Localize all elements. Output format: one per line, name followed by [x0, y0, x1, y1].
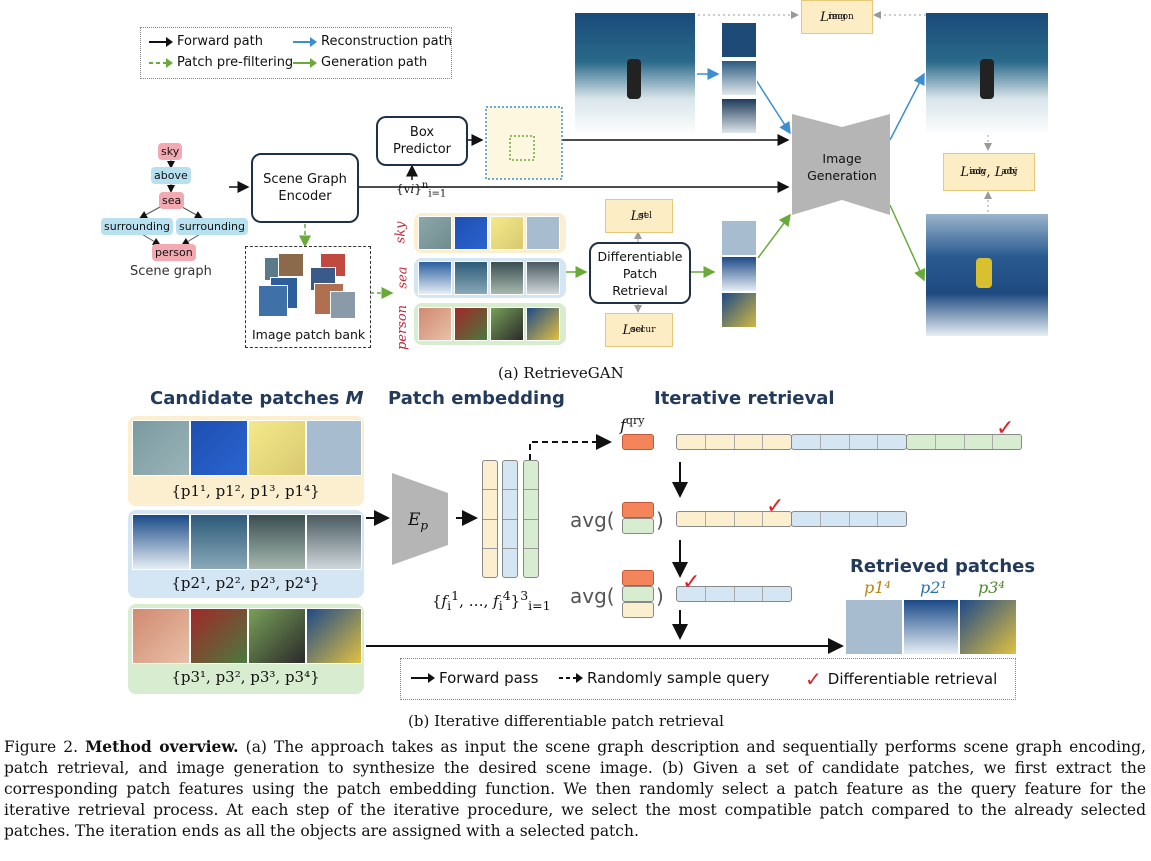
diagram-a-connectors	[139, 11, 992, 313]
heading-embedding: Patch embedding	[388, 388, 565, 409]
retrieved-patch-2	[904, 600, 958, 654]
candidate-row-2	[128, 510, 364, 598]
generator-shape	[792, 114, 890, 215]
image-generation-label: Image Generation	[807, 151, 877, 183]
ep-shape	[392, 473, 448, 565]
generated-image	[926, 214, 1048, 336]
candidate-set-3: {p3¹, p3², p3³, p3⁴}	[171, 668, 320, 686]
retrieved-patch-3	[960, 600, 1016, 654]
row-label-sea: sea	[395, 266, 411, 289]
sg-node-sea: sea	[159, 192, 185, 209]
retrieved-label-1: p1⁴	[864, 578, 891, 597]
feature-bar-blue	[502, 460, 518, 578]
feature-bar-yellow	[482, 460, 498, 578]
heading-iterative: Iterative retrieval	[654, 388, 835, 409]
candidate-row-3	[128, 604, 364, 694]
figure-caption-prefix: Figure 2.	[4, 738, 79, 756]
avg-token-2b	[622, 518, 654, 534]
caption-a: (a) RetrieveGAN	[498, 364, 624, 382]
row-label-sky: sky	[393, 221, 409, 244]
legend-reconstruction: Reconstruction path	[293, 34, 452, 49]
figure-caption: Figure 2. Method overview. (a) The appro…	[4, 736, 1146, 842]
row-label-person: person	[395, 304, 411, 351]
avg-label-3: avg(	[570, 584, 615, 608]
avg-close-3: )	[656, 584, 664, 608]
scene-graph-label: Scene graph	[130, 264, 212, 279]
legend-random-query: Randomly sample query	[559, 669, 770, 687]
legend-top: Forward path Reconstruction path Patch p…	[140, 27, 452, 79]
heading-retrieved: Retrieved patches	[850, 556, 1036, 577]
check-iter1: ✓	[996, 416, 1015, 441]
check-iter2: ✓	[766, 494, 785, 519]
sg-node-surrounding-right: surrounding	[176, 218, 248, 235]
feature-bar-green	[523, 460, 539, 578]
avg-token-3b	[622, 586, 654, 602]
iter1-bar-green	[906, 434, 1022, 450]
feature-set-label: {fi1, …, fi4}3i=1	[432, 588, 551, 613]
heading-candidates: Candidate patches M	[150, 388, 364, 409]
candidate-set-1: {p1¹, p1², p1³, p1⁴}	[171, 482, 320, 500]
check-iter3: ✓	[682, 570, 701, 595]
avg-token-3a	[622, 570, 654, 586]
retrieved-label-3: p3⁴	[978, 578, 1005, 597]
legend-prefilter: Patch pre-filtering	[149, 55, 293, 70]
avg-token-2a	[622, 502, 654, 518]
retrieved-label-2: p2¹	[920, 578, 947, 597]
patch-bank-label: Image patch bank	[252, 327, 366, 342]
sg-node-person: person	[152, 244, 196, 261]
scene-graph-encoder: Scene Graph Encoder	[251, 153, 359, 223]
candidate-row-1	[128, 416, 364, 506]
diagram-b-connectors	[366, 434, 844, 654]
sg-node-above: above	[151, 167, 191, 184]
box-predictor: Box Predictor	[376, 116, 468, 166]
differentiable-patch-retrieval: Differentiable Patch Retrieval	[589, 242, 691, 304]
avg-token-3c	[622, 602, 654, 618]
vi-label: {vi}ni=1	[396, 180, 447, 200]
fqry-token	[622, 434, 654, 450]
sg-node-surrounding-left: surrounding	[101, 218, 173, 235]
candidate-set-2: {p2¹, p2², p2³, p2⁴}	[171, 574, 320, 592]
legend-forward-pass: Forward pass	[411, 669, 538, 687]
legend-forward: Forward path	[149, 34, 263, 49]
ep-label: Ep	[408, 510, 429, 533]
fqry-label: fqry	[620, 414, 645, 435]
caption-b: (b) Iterative differentiable patch retri…	[408, 712, 724, 730]
iter3-bar-blue	[676, 586, 792, 602]
retrieved-patch-1	[846, 600, 902, 654]
figure-caption-body: (a) The approach takes as input the scen…	[4, 738, 1146, 840]
figure-caption-bold: Method overview.	[85, 737, 239, 756]
reconstructed-image	[926, 13, 1048, 135]
avg-close-2: )	[656, 508, 664, 532]
legend-bottom: Forward pass Randomly sample query ✓Diff…	[400, 658, 1016, 700]
input-image	[575, 13, 695, 135]
iter1-bar-blue	[791, 434, 907, 450]
sg-node-sky: sky	[158, 143, 183, 160]
legend-generation: Generation path	[293, 55, 427, 70]
avg-label-2: avg(	[570, 508, 615, 532]
iter2-bar-blue	[791, 511, 907, 527]
image-patch-bank: Image patch bank	[245, 246, 371, 348]
legend-diff-retrieval: ✓Differentiable retrieval	[805, 667, 998, 691]
iter1-bar-yellow	[676, 434, 792, 450]
